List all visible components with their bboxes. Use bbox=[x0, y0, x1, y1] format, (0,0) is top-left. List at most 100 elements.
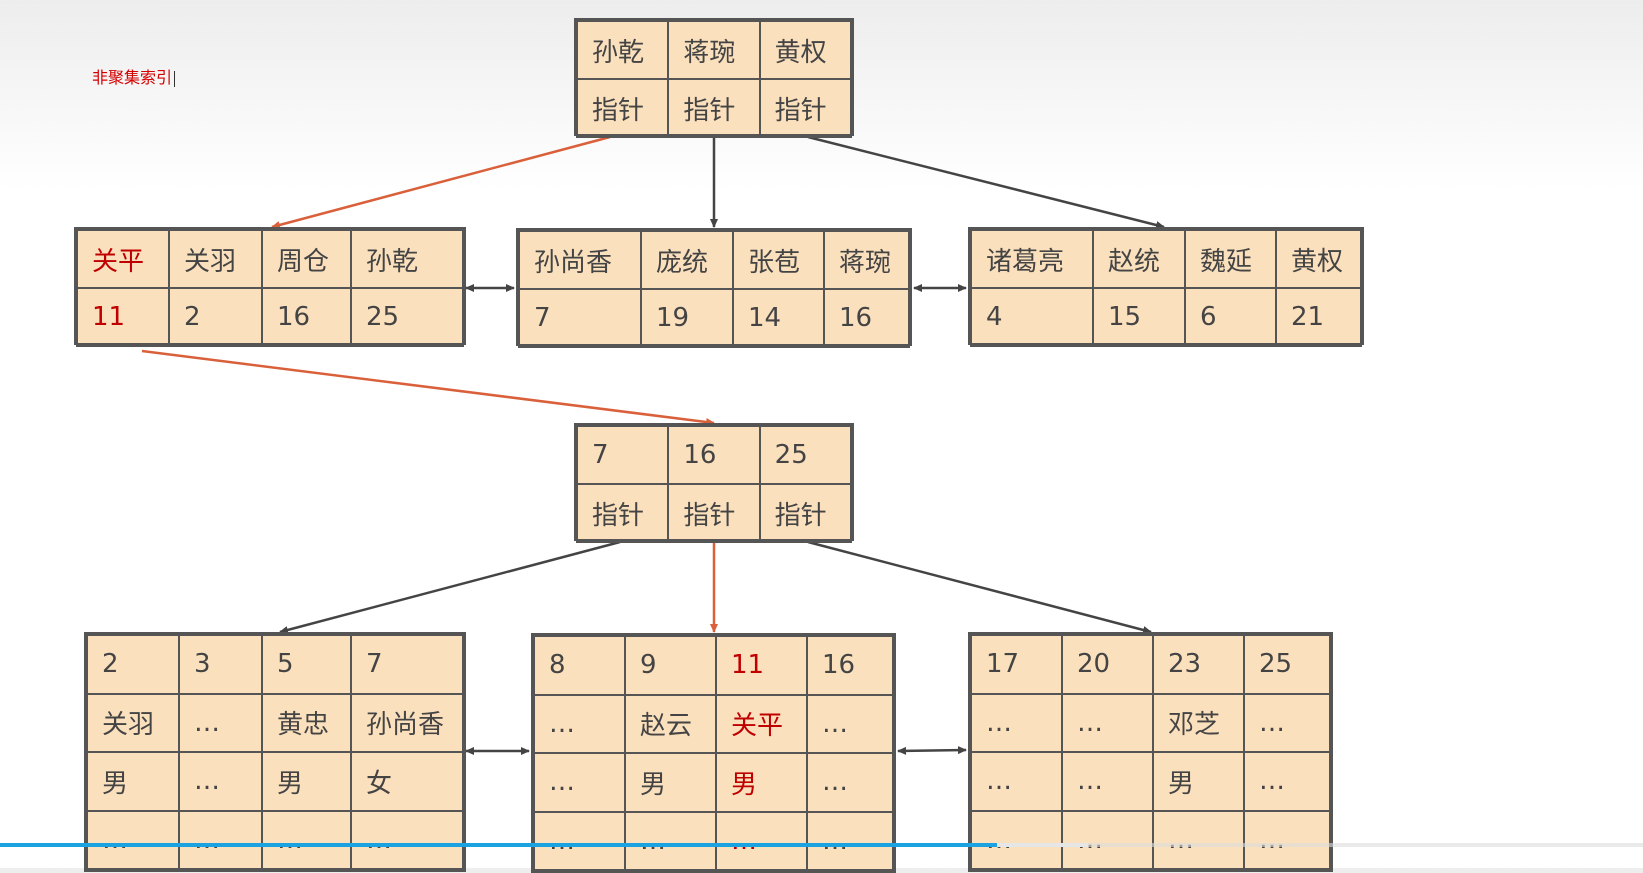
id-leaf-node-3: 17 20 23 25 … … 邓芝 … … … 男 … … … … … bbox=[968, 632, 1333, 872]
leaf-cell: … bbox=[86, 809, 180, 870]
root-pointer: 指针 bbox=[667, 78, 761, 138]
root-key: 7 bbox=[575, 425, 670, 485]
leaf-cell-highlighted: 男 bbox=[715, 752, 808, 813]
leaf-key: 7 bbox=[350, 634, 464, 695]
leaf-key: 23 bbox=[1152, 634, 1245, 695]
leaf-key: 25 bbox=[1243, 634, 1331, 695]
leaf-id: 7 bbox=[518, 288, 642, 348]
root-pointer: 指针 bbox=[575, 78, 670, 138]
leaf-cell: 男 bbox=[1152, 751, 1245, 812]
leaf-id: 4 bbox=[970, 287, 1094, 347]
arrow-root-to-leaf3 bbox=[807, 135, 1165, 229]
leaf-name: 黄权 bbox=[1275, 229, 1362, 289]
id-leaf-node-2: 8 9 11 16 … 赵云 关平 … … 男 男 … … … … … bbox=[531, 633, 896, 873]
root-pointer: 指针 bbox=[575, 483, 670, 543]
leaf-name: 庞统 bbox=[640, 230, 734, 290]
arrow-root-to-leaf1 bbox=[271, 135, 611, 229]
id-leaf-node-1: 2 3 5 7 关羽 … 黄忠 孙尚香 男 … 男 女 … … … … bbox=[84, 632, 466, 872]
arrow-id-root-to-leaf3 bbox=[807, 540, 1152, 634]
leaf-cell: … bbox=[1243, 751, 1331, 812]
leaf-key: 16 bbox=[806, 635, 894, 696]
leaf-name: 诸葛亮 bbox=[970, 229, 1094, 289]
leaf-cell: 黄忠 bbox=[261, 692, 352, 753]
arrow-lookup-to-id-root bbox=[141, 349, 715, 426]
name-leaf-node-1: 关平 关羽 周仓 孙乾 11 2 16 25 bbox=[74, 227, 466, 347]
leaf-cell: … bbox=[806, 693, 894, 754]
leaf-cell-highlighted: … bbox=[715, 810, 808, 871]
leaf-key: 5 bbox=[261, 634, 352, 695]
leaf-name: 关羽 bbox=[168, 229, 263, 289]
arrow-id-root-to-leaf1 bbox=[279, 540, 621, 634]
leaf-id: 16 bbox=[261, 287, 352, 347]
leaf-cell: … bbox=[1152, 809, 1245, 870]
leaf-id: 21 bbox=[1275, 287, 1362, 347]
root-pointer: 指针 bbox=[758, 483, 853, 543]
diagram-caption: 非聚集索引 bbox=[92, 64, 176, 88]
name-index-root-node: 孙乾 蒋琬 黄权 指针 指针 指针 bbox=[574, 18, 854, 138]
leaf-cell: 男 bbox=[86, 751, 180, 812]
leaf-cell: … bbox=[350, 809, 464, 870]
root-key: 蒋琬 bbox=[667, 20, 761, 80]
leaf-key: 20 bbox=[1061, 634, 1154, 695]
leaf-cell: 男 bbox=[624, 752, 717, 813]
leaf-cell: … bbox=[178, 809, 263, 870]
leaf-cell: … bbox=[178, 692, 263, 753]
leaf-id: 16 bbox=[823, 288, 910, 348]
root-pointer: 指针 bbox=[667, 483, 761, 543]
leaf-cell: … bbox=[1243, 692, 1331, 753]
leaf-name: 张苞 bbox=[732, 230, 825, 290]
leaf-cell: 女 bbox=[350, 751, 464, 812]
root-key: 16 bbox=[667, 425, 761, 485]
root-pointer: 指针 bbox=[758, 78, 853, 138]
leaf-name: 周仓 bbox=[261, 229, 352, 289]
leaf-cell: 孙尚香 bbox=[350, 692, 464, 753]
leaf-key: 9 bbox=[624, 635, 717, 696]
leaf-id: 2 bbox=[168, 287, 263, 347]
leaf-cell: … bbox=[261, 809, 352, 870]
root-key: 黄权 bbox=[758, 20, 853, 80]
video-progress-bar[interactable] bbox=[0, 843, 1643, 847]
leaf-key-highlighted: 11 bbox=[715, 635, 808, 696]
leaf-cell: … bbox=[1243, 809, 1331, 870]
leaf-id: 25 bbox=[350, 287, 464, 347]
leaf-id: 15 bbox=[1092, 287, 1186, 347]
leaf-cell: 男 bbox=[261, 751, 352, 812]
leaf-cell: 邓芝 bbox=[1152, 692, 1245, 753]
leaf-name-highlighted: 关平 bbox=[76, 229, 170, 289]
leaf-key: 8 bbox=[533, 635, 626, 696]
leaf-cell: … bbox=[178, 751, 263, 812]
name-leaf-node-3: 诸葛亮 赵统 魏延 黄权 4 15 6 21 bbox=[968, 227, 1364, 347]
leaf-cell: … bbox=[970, 692, 1063, 753]
video-progress-buffered bbox=[997, 843, 1088, 847]
leaf-id: 14 bbox=[732, 288, 825, 348]
leaf-id-highlighted: 11 bbox=[76, 287, 170, 347]
leaf-cell: … bbox=[533, 810, 626, 871]
leaf-key: 17 bbox=[970, 634, 1063, 695]
id-index-root-node: 7 16 25 指针 指针 指针 bbox=[574, 423, 854, 543]
video-progress-played bbox=[0, 843, 998, 847]
leaf-cell: … bbox=[806, 810, 894, 871]
leaf-cell: … bbox=[1061, 751, 1154, 812]
leaf-key: 2 bbox=[86, 634, 180, 695]
leaf-cell: … bbox=[624, 810, 717, 871]
leaf-cell: 赵云 bbox=[624, 693, 717, 754]
leaf-cell: … bbox=[533, 752, 626, 813]
name-leaf-node-2: 孙尚香 庞统 张苞 蒋琬 7 19 14 16 bbox=[516, 228, 912, 348]
leaf-cell: … bbox=[806, 752, 894, 813]
leaf-cell: … bbox=[533, 693, 626, 754]
leaf-cell: … bbox=[1061, 692, 1154, 753]
leaf-key: 3 bbox=[178, 634, 263, 695]
leaf-cell: 关羽 bbox=[86, 692, 180, 753]
root-key: 25 bbox=[758, 425, 853, 485]
leaf-id: 19 bbox=[640, 288, 734, 348]
leaf-name: 孙尚香 bbox=[518, 230, 642, 290]
leaf-name: 蒋琬 bbox=[823, 230, 910, 290]
text-cursor bbox=[174, 70, 176, 87]
leaf-name: 赵统 bbox=[1092, 229, 1186, 289]
leaf-name: 孙乾 bbox=[350, 229, 464, 289]
leaf-id: 6 bbox=[1184, 287, 1277, 347]
leaf-cell: … bbox=[1061, 809, 1154, 870]
root-key: 孙乾 bbox=[575, 20, 670, 80]
leaf-name: 魏延 bbox=[1184, 229, 1277, 289]
leaf-cell-highlighted: 关平 bbox=[715, 693, 808, 754]
